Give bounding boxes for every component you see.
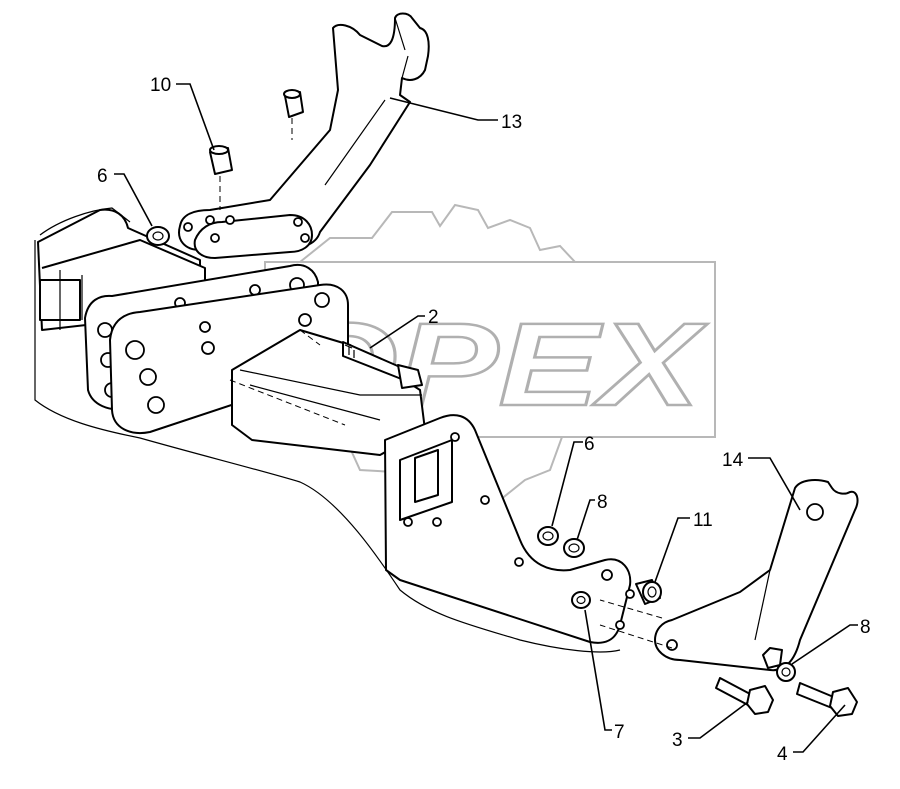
bolt-2: [342, 341, 423, 389]
callout-8-lower: 8: [860, 617, 871, 638]
callout-8-upper: 8: [597, 492, 608, 513]
leader-lines: [114, 83, 858, 753]
leader-2: [369, 315, 425, 349]
callout-labels: 10 13 6 2 6 8 14 11 8 7 3 4: [97, 75, 871, 765]
frame-outline: [34, 207, 621, 653]
callout-6-upper: 6: [97, 166, 108, 187]
leader-3: [688, 701, 749, 739]
mounting-plate-front: [109, 283, 349, 434]
callout-2: 2: [428, 307, 439, 328]
callout-13: 13: [501, 112, 522, 133]
callout-6-lower: 6: [584, 434, 595, 455]
callout-4: 4: [777, 744, 788, 765]
callout-7: 7: [614, 722, 625, 743]
watermark-gear: [297, 203, 578, 263]
leader-7: [584, 609, 612, 731]
callout-11: 11: [693, 510, 713, 531]
callout-3: 3: [672, 730, 683, 751]
leader-13: [389, 97, 498, 121]
washer-8-upper: [563, 538, 585, 558]
leader-8b: [791, 624, 858, 665]
leader-6b: [551, 441, 583, 527]
leader-11: [654, 517, 690, 583]
nut-6-upper: [146, 226, 170, 246]
link-plate-14: [599, 479, 859, 672]
leader-10: [176, 83, 215, 151]
link-arm-13: [178, 12, 430, 259]
leader-14: [748, 457, 801, 511]
bushing-10: [209, 89, 304, 210]
washer-8-lower: [776, 662, 796, 682]
spacer-11: [635, 579, 662, 605]
leader-4: [793, 704, 846, 753]
leader-8a: [576, 499, 595, 541]
callout-14: 14: [722, 450, 744, 471]
side-bracket: [384, 414, 635, 644]
nut-6-lower: [537, 526, 559, 546]
bolt-4: [796, 682, 858, 717]
bolt-3: [715, 677, 774, 715]
washer-7: [571, 591, 591, 609]
callout-10: 10: [150, 75, 171, 96]
leader-6a: [114, 173, 153, 227]
